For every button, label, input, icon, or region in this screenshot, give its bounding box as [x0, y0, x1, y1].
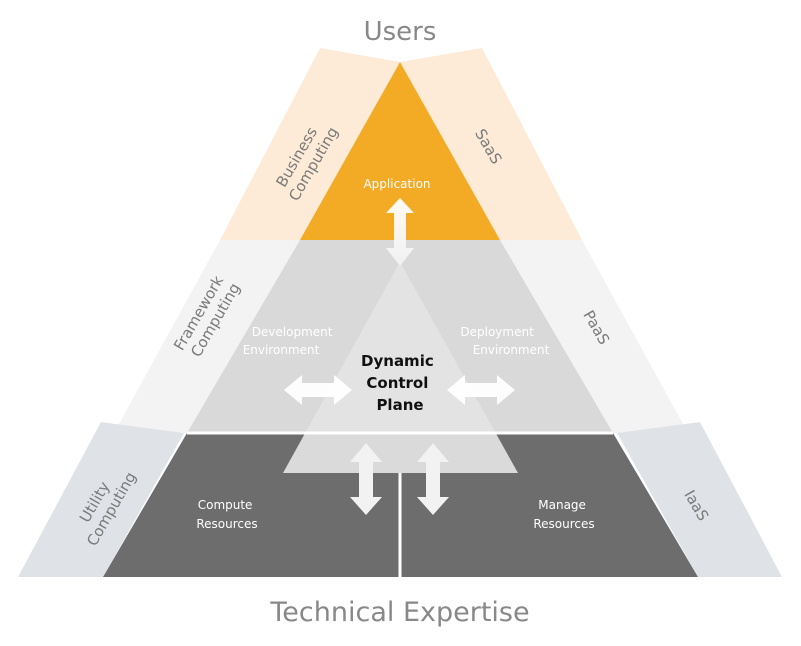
deployment-line-1: Deployment	[460, 325, 534, 339]
control-plane-triangle	[283, 262, 518, 473]
band-top-right	[400, 48, 582, 240]
control-plane-line-2: Control	[366, 374, 428, 392]
application-label: Application	[363, 177, 430, 191]
compute-line-2: Resources	[196, 517, 257, 531]
band-bottom-right	[617, 422, 782, 577]
band-middle-left	[114, 240, 300, 433]
development-line-1: Development	[252, 325, 333, 339]
control-plane-line-3: Plane	[376, 396, 423, 414]
application-arrow-icon	[386, 198, 414, 266]
manage-arrow-icon	[417, 443, 449, 515]
band-bottom-left	[18, 422, 184, 577]
users-heading: Users	[364, 17, 437, 47]
deployment-line-2: Environment	[473, 343, 550, 357]
band-top-left	[220, 48, 400, 240]
technical-expertise-heading: Technical Expertise	[269, 597, 529, 628]
manage-line-1: Manage	[538, 498, 586, 512]
compute-arrow-icon	[350, 443, 382, 515]
compute-resources-label: Compute Resources	[196, 498, 257, 531]
manage-line-2: Resources	[533, 517, 594, 531]
control-plane-line-1: Dynamic	[361, 352, 434, 370]
development-line-2: Environment	[243, 343, 320, 357]
dynamic-control-plane-label: Dynamic Control Plane	[361, 352, 439, 414]
deployment-environment-label: Deployment Environment	[460, 325, 549, 357]
right-horizontal-arrow-icon	[447, 375, 515, 405]
development-environment-label: Development Environment	[243, 325, 337, 357]
left-horizontal-arrow-icon	[284, 375, 352, 405]
manage-resources-label: Manage Resources	[533, 498, 594, 531]
compute-line-1: Compute	[198, 498, 253, 512]
band-middle-right	[500, 240, 688, 433]
application-layer	[300, 62, 500, 240]
